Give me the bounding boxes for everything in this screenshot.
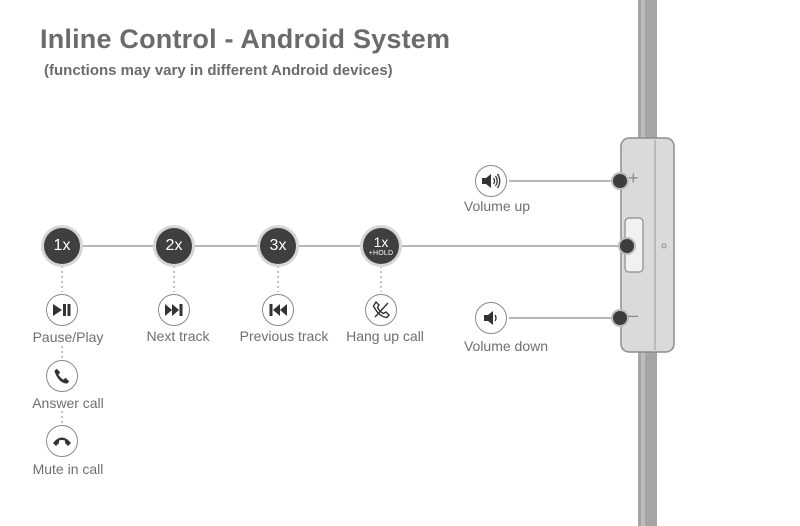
previous-track-icon [262, 294, 294, 326]
label-hang-up-call: Hang up call [346, 328, 424, 344]
volume-up-icon [475, 165, 507, 197]
label-volume-up: Volume up [463, 198, 531, 214]
press-1x: 1x [44, 228, 80, 264]
hang-up-icon [365, 294, 397, 326]
volume-up-button-dot [613, 174, 627, 188]
label-previous-track: Previous track [239, 328, 329, 344]
volume-down-button-dot [613, 311, 627, 325]
label-volume-down: Volume down [463, 338, 549, 354]
press-count: 2x [165, 237, 183, 254]
volume-down-icon [475, 302, 507, 334]
press-count: 1x [373, 234, 389, 250]
center-button-dot [620, 239, 634, 253]
diagram-subtitle: (functions may vary in different Android… [44, 62, 393, 79]
next-track-icon [158, 294, 190, 326]
press-1x-hold: 1x +HOLD [363, 228, 399, 264]
label-pause-play: Pause/Play [32, 329, 104, 345]
press-2x: 2x [156, 228, 192, 264]
press-hold: +HOLD [368, 250, 394, 257]
label-answer-call: Answer call [32, 395, 104, 411]
label-next-track: Next track [146, 328, 210, 344]
press-3x: 3x [260, 228, 296, 264]
diagram-title: Inline Control - Android System [40, 24, 451, 54]
press-count: 3x [269, 237, 287, 254]
remote-plus-sign: + [628, 168, 639, 188]
mute-phone-icon [46, 425, 78, 457]
label-mute-in-call: Mute in call [32, 461, 104, 477]
remote-minus-sign: – [628, 305, 639, 325]
press-count: 1x [53, 237, 71, 254]
phone-icon [46, 360, 78, 392]
play-pause-icon [46, 294, 78, 326]
